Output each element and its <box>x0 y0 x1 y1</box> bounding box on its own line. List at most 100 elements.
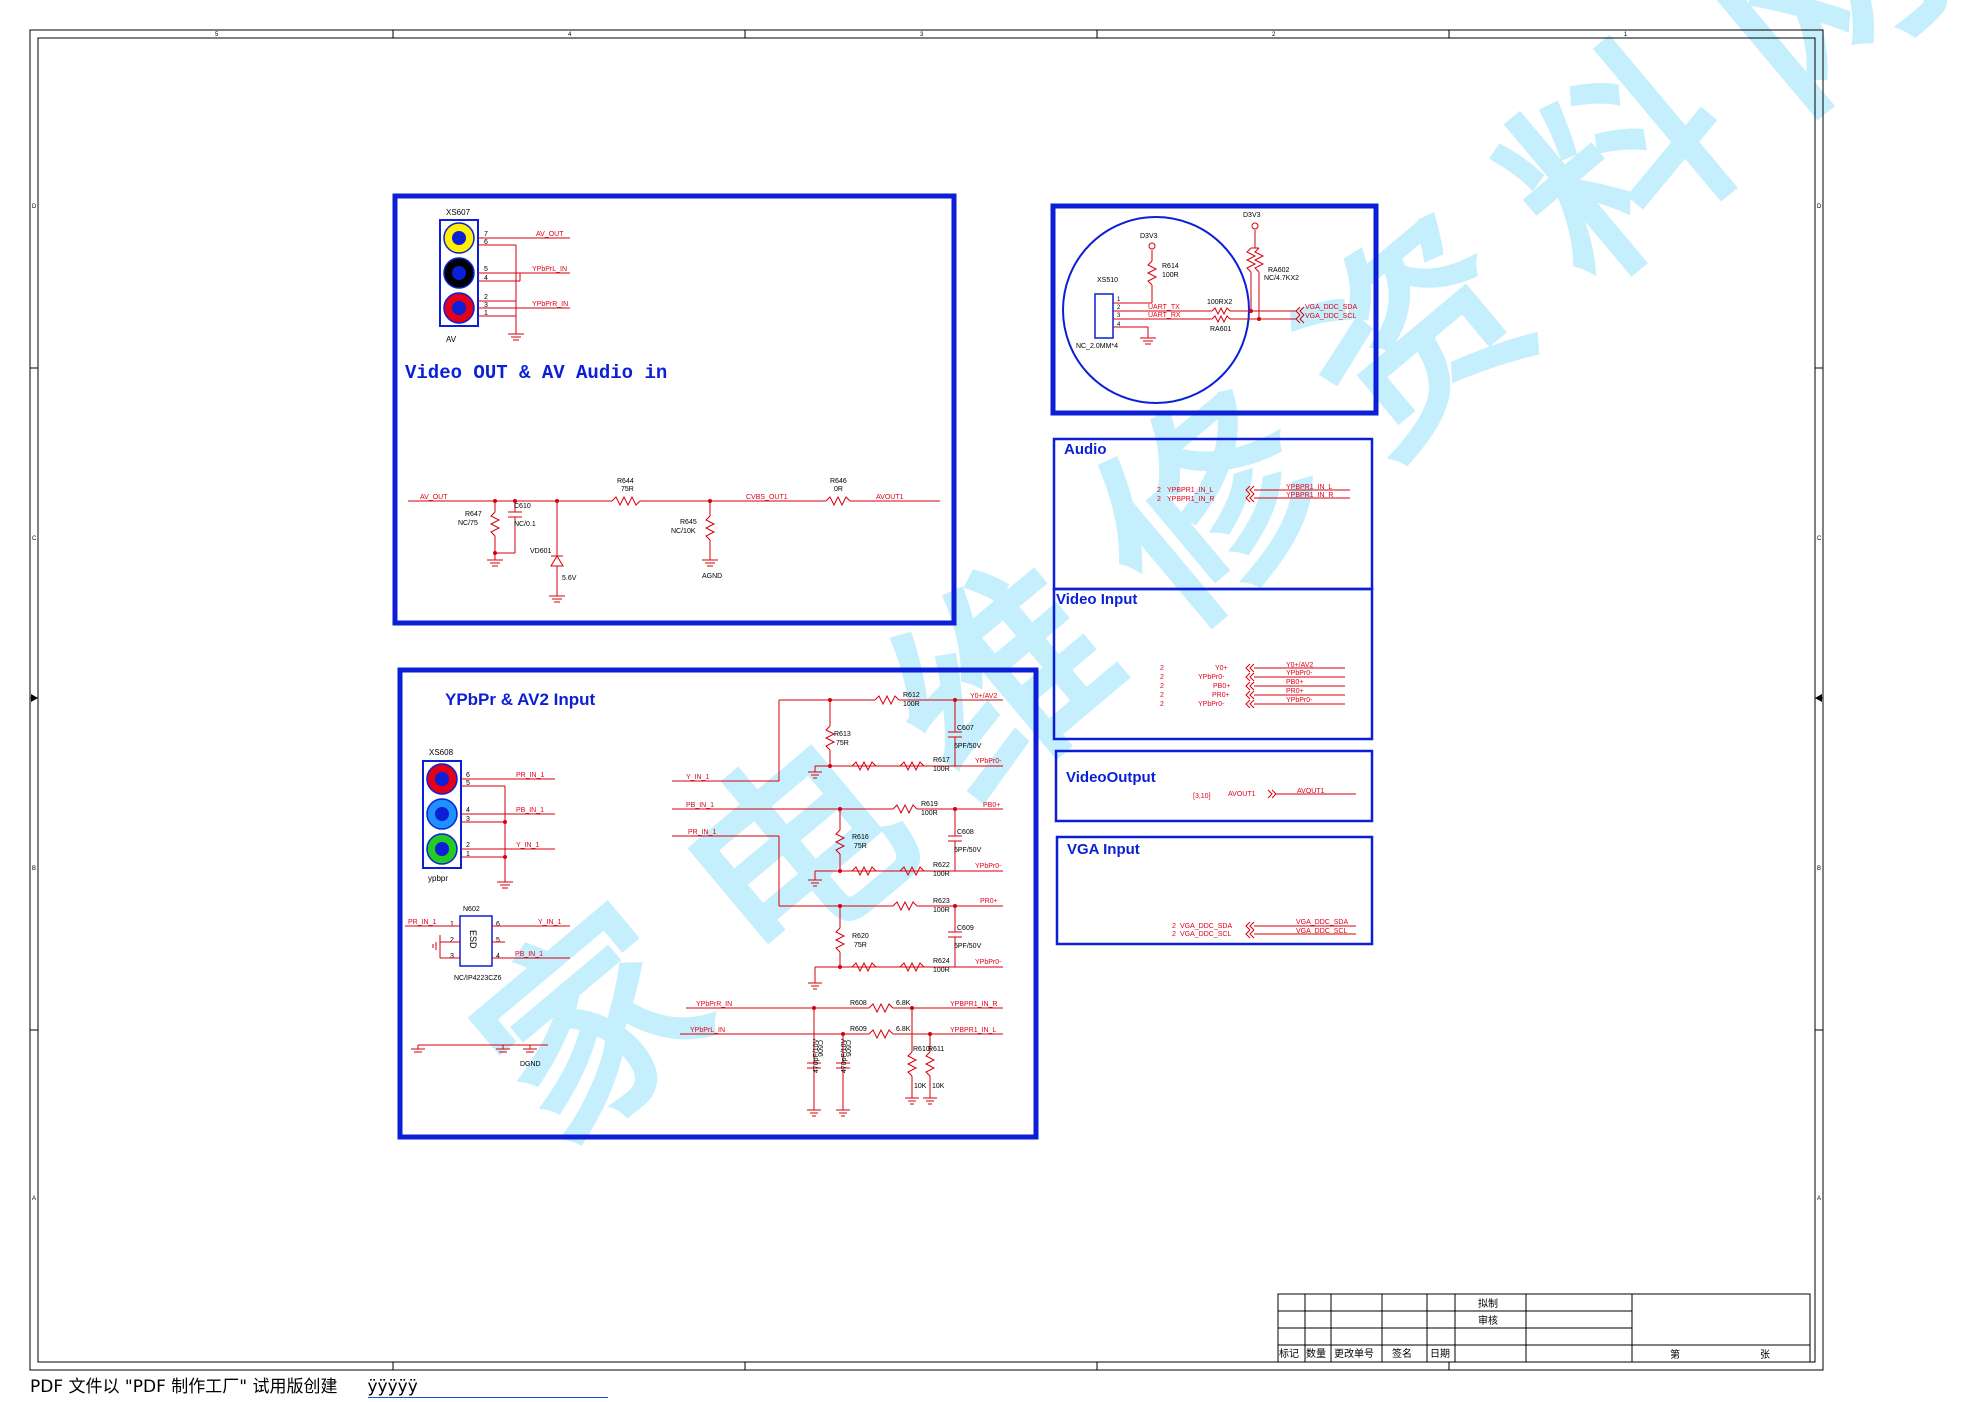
r611-val: 10K <box>932 1083 945 1090</box>
net-ypbprl-in: YPbPrL_IN <box>690 1027 725 1034</box>
dgnd-label: DGND <box>520 1061 541 1068</box>
title-header: 更改单号 <box>1334 1347 1374 1360</box>
xs510-pin: 4 <box>1117 322 1121 328</box>
ra602-ref: RA602 <box>1268 267 1290 274</box>
frame-row-label: C <box>1817 536 1822 542</box>
net-vga-ddc-sda: VGA_DDC_SDA <box>1305 304 1357 311</box>
xs510-pin: 3 <box>1117 313 1121 319</box>
net-esd-y: Y_IN_1 <box>538 919 561 926</box>
net-ypbprr-in: YPbPrR_IN <box>696 1001 732 1008</box>
r622-ref: R622 <box>933 862 950 869</box>
r644-ref: R644 <box>617 478 634 485</box>
c610-val: NC/0.1 <box>514 521 536 528</box>
frame-row-label: D <box>32 204 37 210</box>
video-row-right: Y0+/AV2 <box>1286 662 1313 669</box>
c609-val: 5PF/50V <box>954 943 982 950</box>
video-row-num: 2 <box>1160 692 1164 699</box>
frame-labels: 5 4 3 2 1 D C B A D C B A <box>32 32 1822 1202</box>
pdf-footer-note: PDF 文件以 "PDF 制作工厂" 试用版创建 <box>30 1377 338 1397</box>
ypbpr-block: YPbPr & AV2 Input XS608 ypbpr 6 5 4 3 2 … <box>397 667 1039 1140</box>
r616-val: 75R <box>854 843 867 850</box>
pdf-footer-link[interactable]: ÿÿÿÿÿ <box>367 1377 608 1398</box>
ground-symbol <box>508 330 524 341</box>
audio-row-num: 2 <box>1157 487 1161 494</box>
xs607-ref: XS607 <box>446 208 471 217</box>
n602-pin: 6 <box>496 921 500 928</box>
frame-row-label: A <box>1817 1196 1821 1202</box>
net-ypbpr0-b: YPbPr0- <box>975 863 1002 870</box>
vga-row-left: VGA_DDC_SDA <box>1180 923 1232 930</box>
c606-ref: C606 <box>816 1040 823 1057</box>
xs510-pin: 1 <box>1117 297 1121 303</box>
r647-ref: R647 <box>465 511 482 518</box>
frame-row-label: D <box>1817 204 1822 210</box>
vd601-val: 5.6V <box>562 575 577 582</box>
r609-val: 6.8K <box>896 1026 911 1033</box>
ypbpr-pin: 4 <box>466 807 470 814</box>
frame-col-label: 1 <box>1624 32 1628 38</box>
video-output-block: VideoOutput [3,10] AVOUT1 AVOUT1 <box>1054 749 1374 823</box>
r608-val: 6.8K <box>896 1000 911 1007</box>
c608-val: 5PF/50V <box>954 847 982 854</box>
r645-val: NC/10K <box>671 528 696 535</box>
c605-val: 470pF/10V <box>841 1038 848 1073</box>
vga-row-num: 2 <box>1172 923 1176 930</box>
sheet-of-label: 张 <box>1760 1349 1770 1361</box>
n602-pin: 1 <box>450 921 454 928</box>
frame-col-label: 5 <box>215 32 219 38</box>
ypbpr-pin: 3 <box>466 816 470 823</box>
r614-ref: R614 <box>1162 263 1179 270</box>
net-cvbs-out1: CVBS_OUT1 <box>746 494 788 501</box>
audio-row-left: YPBPR1_IN_R <box>1167 496 1214 503</box>
drawing-frame <box>29 29 1824 1371</box>
c609-ref: C609 <box>957 925 974 932</box>
uart-block: XS510 NC_2.0MM*4 1 2 3 4 <box>1050 203 1379 416</box>
junction-dots <box>493 499 712 555</box>
net-pb-in-1: PB_IN_1 <box>516 807 544 814</box>
frame-row-label: B <box>32 866 36 872</box>
net-av-out-bottom: AV_OUT <box>420 494 448 501</box>
ypbpr-title: YPbPr & AV2 Input <box>445 690 596 709</box>
frame-col-label: 2 <box>1272 32 1276 38</box>
ypbpr-connector-label: ypbpr <box>428 874 448 883</box>
d3v3-label: D3V3 <box>1140 233 1158 240</box>
vga-row-left: VGA_DDC_SCL <box>1180 931 1231 938</box>
r620-ref: R620 <box>852 933 869 940</box>
r620-val: 75R <box>854 942 867 949</box>
video-row-num: 2 <box>1160 683 1164 690</box>
net-esd-pr: PR_IN_1 <box>408 919 437 926</box>
d3v3-label: D3V3 <box>1243 212 1261 219</box>
video-output-title: VideoOutput <box>1066 769 1156 786</box>
r646-val: 0R <box>834 486 843 493</box>
video-row-right: YPbPr0- <box>1286 697 1313 704</box>
ypbpr-pin: 6 <box>466 772 470 779</box>
av-pin-number: 3 <box>484 302 488 309</box>
n602-pin: 2 <box>450 937 454 944</box>
net-pb-in-left: PB_IN_1 <box>686 802 714 809</box>
net-esd-pb: PB_IN_1 <box>515 951 543 958</box>
r609-ref: R609 <box>850 1026 867 1033</box>
grounds <box>487 559 718 603</box>
frame-arrows <box>31 694 1822 702</box>
vd601-ref: VD601 <box>530 548 552 555</box>
av-label: AV <box>446 335 457 344</box>
av-pin-number: 7 <box>484 231 488 238</box>
r624-ref: R624 <box>933 958 950 965</box>
video-row-left: YPbPr0- <box>1198 701 1225 708</box>
audio-row-right: YPBPR1_IN_L <box>1286 484 1332 491</box>
net-y-in-1: Y_IN_1 <box>516 842 539 849</box>
av-pin-wires <box>478 237 570 330</box>
n602-ref: N602 <box>463 906 480 913</box>
r619-val: 100R <box>921 810 938 817</box>
av-pin-number: 1 <box>484 310 488 317</box>
frame-row-label: A <box>32 1196 36 1202</box>
r645-ref: R645 <box>680 519 697 526</box>
title-header: 标记 <box>1279 1348 1299 1360</box>
c607-val: 5PF/50V <box>954 743 982 750</box>
r612-ref: R612 <box>903 692 920 699</box>
video-row-right: YPbPr0- <box>1286 670 1313 677</box>
video-row-num: 2 <box>1160 701 1164 708</box>
video-row-left: Y0+ <box>1215 665 1228 672</box>
title-drawn: 拟制 <box>1478 1297 1498 1310</box>
